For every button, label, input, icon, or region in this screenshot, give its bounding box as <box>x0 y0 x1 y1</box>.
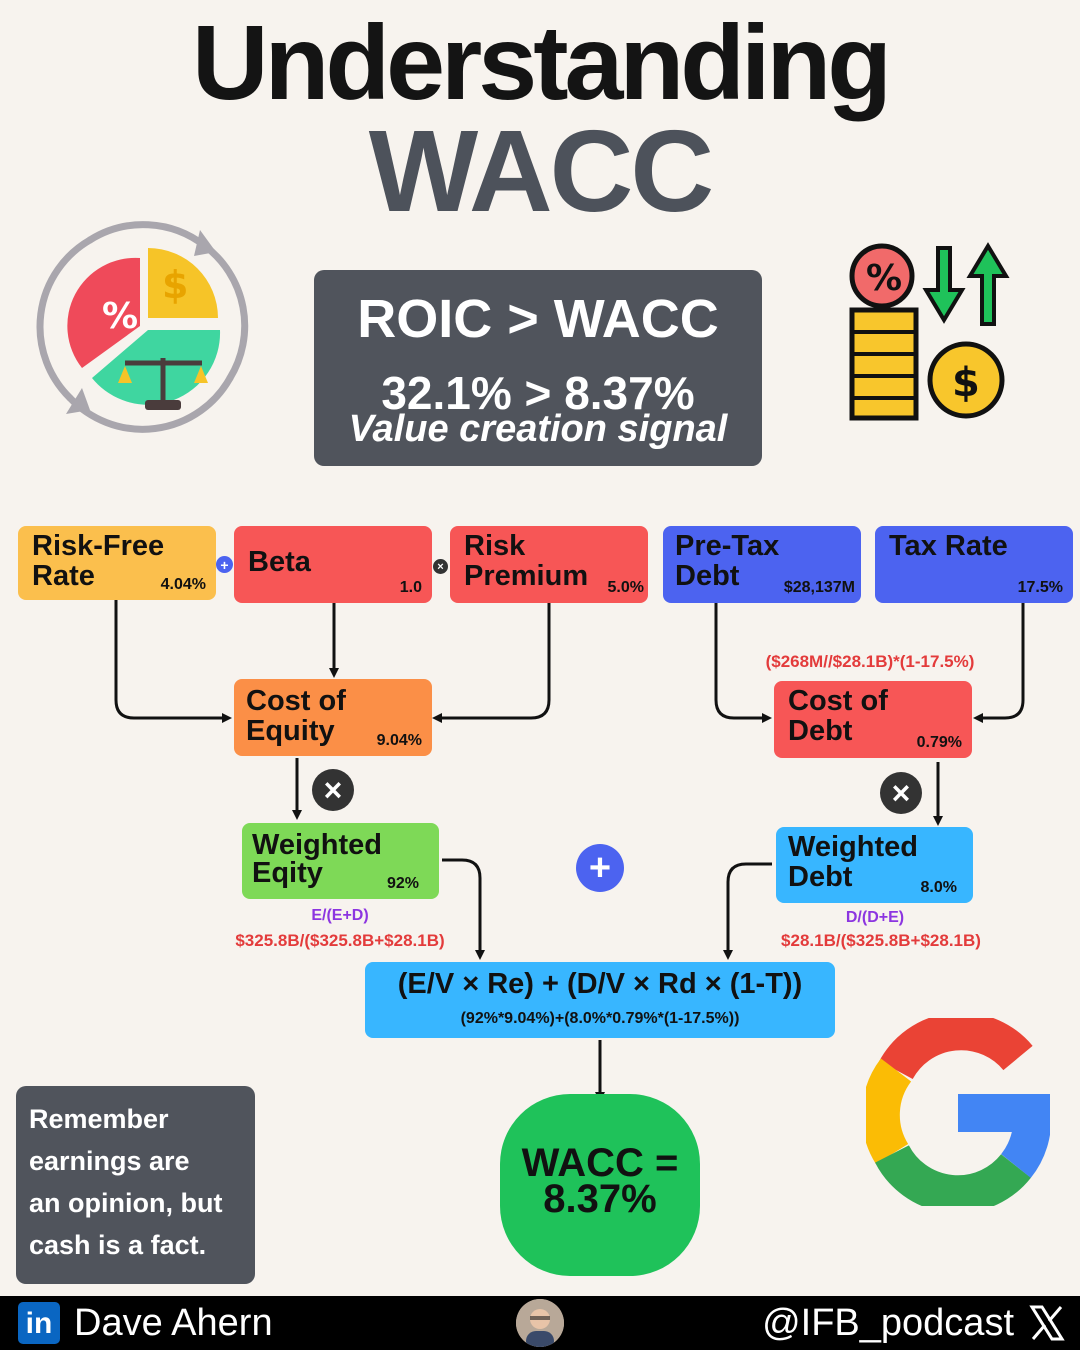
cost-of-equity-label-l1: Cost of <box>246 685 346 717</box>
footer-bar: in Dave Ahern @IFB_podcast <box>0 1296 1080 1350</box>
tax-rate-box: Tax Rate 17.5% <box>875 526 1073 603</box>
pretax-debt-label-l1: Pre-Tax <box>675 530 780 562</box>
cost-of-debt-value: 0.79% <box>916 734 962 751</box>
risk-premium-label-l2: Premium <box>464 560 589 592</box>
svg-text:%: % <box>102 296 138 337</box>
times-icon: × <box>433 559 448 574</box>
weighted-debt-formula-generic: D/(D+E) <box>845 909 905 926</box>
plus-icon: + <box>216 556 233 573</box>
remember-line-2: earnings are <box>29 1146 190 1176</box>
risk-premium-label-l1: Risk <box>464 530 526 562</box>
remember-line-1: Remember <box>29 1104 169 1134</box>
cost-of-debt-label-l1: Cost of <box>788 685 888 717</box>
cost-of-debt-formula: ($268M//$28.1B)*(1-17.5%) <box>765 652 975 671</box>
wacc-formula-filled: (92%*9.04%)+(8.0%*0.79%*(1-17.5%)) <box>460 1010 740 1027</box>
weighted-debt-formula-filled: $28.1B/($325.8B+$28.1B) <box>781 931 981 950</box>
remember-line-4: cash is a fact. <box>29 1230 207 1260</box>
svg-text:$: $ <box>162 263 188 307</box>
roic-headline: ROIC > WACC <box>357 289 719 349</box>
linkedin-icon[interactable]: in <box>18 1302 60 1344</box>
beta-box: Beta 1.0 <box>234 526 432 603</box>
page-title-line2: WACC <box>368 106 714 236</box>
x-logo-icon[interactable] <box>1028 1304 1066 1342</box>
risk-free-value: 4.04% <box>160 576 206 593</box>
wacc-formula-box: (E/V × Re) + (D/V × Rd × (1-T)) (92%*9.0… <box>365 962 835 1038</box>
risk-premium-value: 5.0% <box>607 579 644 596</box>
tax-rate-value: 17.5% <box>1017 579 1063 596</box>
cost-of-equity-box: Cost of Equity 9.04% <box>234 679 432 756</box>
cost-of-equity-label-l2: Equity <box>246 715 335 747</box>
weighted-equity-box: Weighted Eqity 92% <box>242 823 439 899</box>
remember-quote-card: Remember earnings are an opinion, but ca… <box>16 1086 255 1284</box>
risk-free-label-l1: Risk-Free <box>32 530 165 562</box>
weighted-equity-label-l2: Eqity <box>252 857 323 889</box>
risk-free-label-l2: Rate <box>32 560 95 592</box>
avatar <box>516 1299 564 1347</box>
weighted-equity-label-l1: Weighted <box>252 829 382 861</box>
beta-label: Beta <box>248 546 311 578</box>
roic-vs-wacc-card: ROIC > WACC 32.1% > 8.37% Value creation… <box>314 270 762 466</box>
remember-line-3: an opinion, but <box>29 1188 223 1218</box>
svg-text:$: $ <box>952 360 980 406</box>
page-title-line1: Understanding <box>192 4 892 122</box>
pretax-debt-box: Pre-Tax Debt $28,137M <box>663 526 861 603</box>
social-handle[interactable]: @IFB_podcast <box>762 1302 1014 1344</box>
plus-icon: + <box>576 844 624 892</box>
weighted-debt-label-l2: Debt <box>788 861 853 893</box>
pie-chart-scale-icon: % $ <box>36 221 249 433</box>
cost-of-debt-label-l2: Debt <box>788 715 853 747</box>
wacc-result: WACC = 8.37% <box>500 1094 700 1276</box>
cost-of-equity-value: 9.04% <box>376 732 422 749</box>
author-name: Dave Ahern <box>74 1302 273 1344</box>
wacc-formula-generic: (E/V × Re) + (D/V × Rd × (1-T)) <box>397 968 803 1000</box>
pretax-debt-value: $28,137M <box>783 579 855 596</box>
svg-text:%: % <box>866 258 902 299</box>
times-icon: × <box>880 772 922 814</box>
wacc-result-label: WACC = <box>521 1141 679 1185</box>
weighted-debt-value: 8.0% <box>920 879 957 896</box>
risk-premium-box: Risk Premium 5.0% <box>450 526 648 603</box>
wacc-result-value: 8.37% <box>543 1177 657 1221</box>
weighted-equity-formula-filled: $325.8B/($325.8B+$28.1B) <box>235 931 445 950</box>
beta-value: 1.0 <box>399 579 422 596</box>
pretax-debt-label-l2: Debt <box>675 560 740 592</box>
weighted-equity-value: 92% <box>386 875 419 892</box>
roic-values: 32.1% > 8.37% <box>381 367 695 419</box>
weighted-debt-label-l1: Weighted <box>788 831 918 863</box>
roic-signal: Value creation signal <box>348 408 728 450</box>
cost-of-debt-box: Cost of Debt 0.79% <box>774 681 972 758</box>
google-logo <box>866 1018 1050 1206</box>
weighted-debt-box: Weighted Debt 8.0% <box>776 827 973 903</box>
risk-free-rate-box: Risk-Free Rate 4.04% <box>18 526 216 600</box>
tax-rate-label: Tax Rate <box>889 530 1008 562</box>
weighted-equity-formula-generic: E/(E+D) <box>311 907 369 924</box>
times-icon: × <box>312 769 354 811</box>
coins-interest-icon: % $ <box>849 242 1010 421</box>
